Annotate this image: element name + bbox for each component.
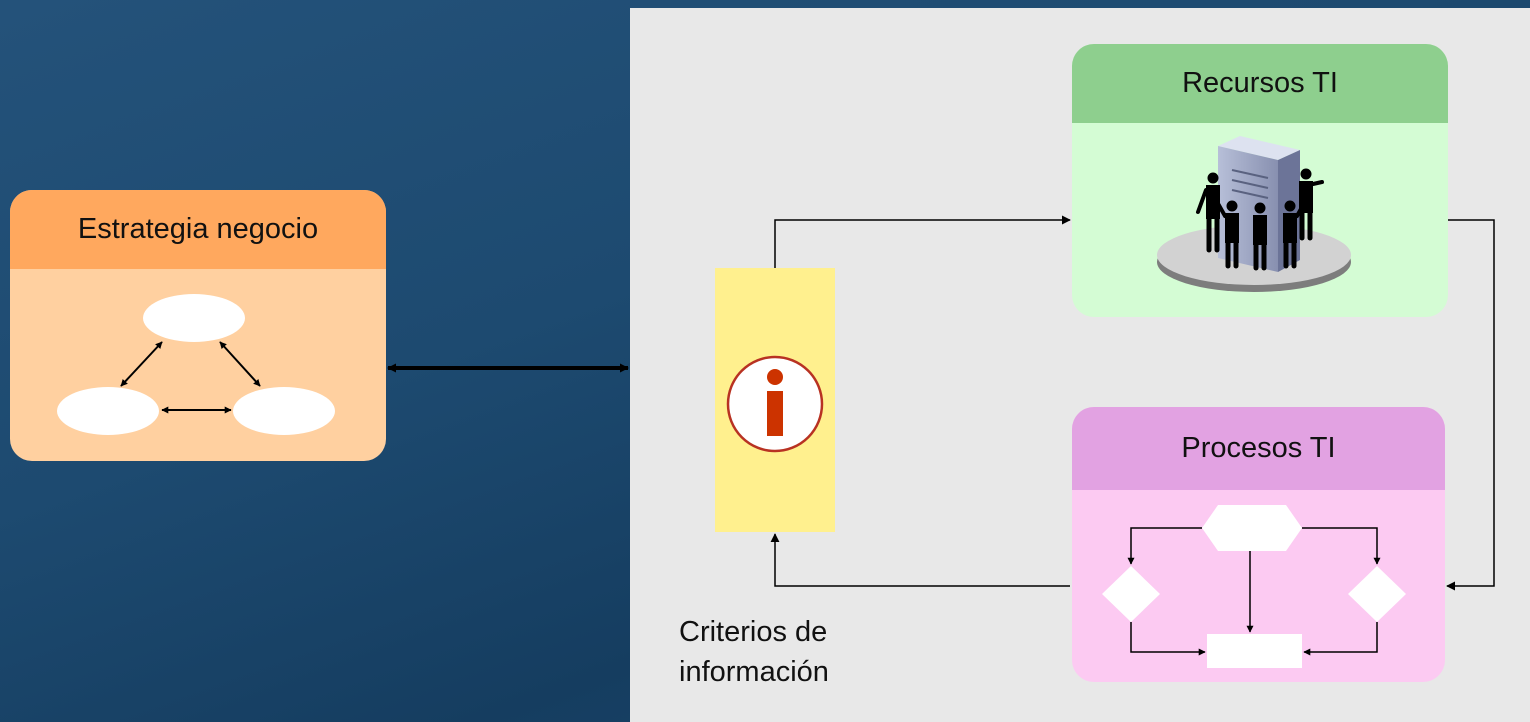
- processes-box-title: Procesos TI: [1072, 407, 1445, 490]
- info-icon: [726, 355, 824, 453]
- info-criteria-caption: Criterios de información: [679, 612, 899, 692]
- caption-line-2: información: [679, 656, 829, 688]
- resources-box-title: Recursos TI: [1072, 44, 1448, 123]
- flow-connectors: [770, 215, 1495, 591]
- strategy-cycle-icon: [57, 294, 335, 435]
- caption-line-1: Criterios de: [679, 616, 828, 648]
- flowchart-icon: [1102, 505, 1406, 668]
- strategy-box-title: Estrategia negocio: [10, 190, 386, 269]
- server-with-people-icon: [1157, 136, 1351, 292]
